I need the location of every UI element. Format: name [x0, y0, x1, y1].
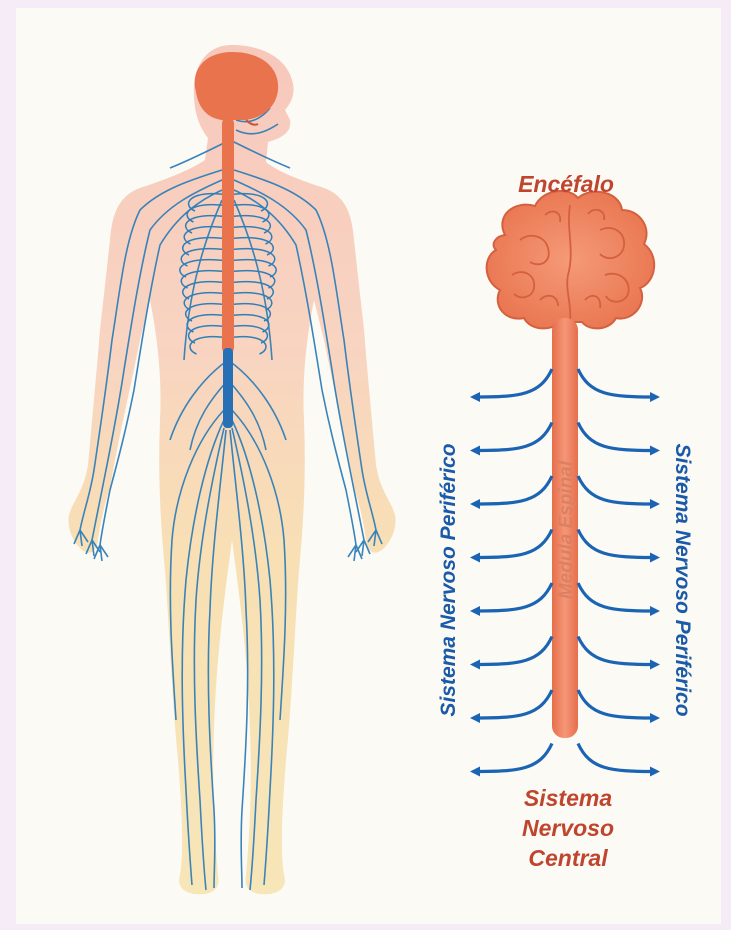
label-snc-line2: Nervoso [522, 815, 614, 841]
arrow-right-3 [578, 476, 655, 504]
arrow-left-7 [475, 690, 552, 718]
arrow-right-1 [578, 369, 655, 397]
arrow-right-8 [578, 744, 655, 772]
arrow-right-4 [578, 530, 655, 558]
arrow-right-7 [578, 690, 655, 718]
label-snp-left: Sistema Nervoso Periférico [437, 443, 460, 716]
label-snc-line3: Central [528, 845, 608, 871]
label-snp-right: Sistema Nervoso Periférico [671, 443, 694, 716]
arrow-right-5 [578, 583, 655, 611]
schematic-brain [487, 191, 655, 328]
arrow-right-6 [578, 637, 655, 665]
label-encefalo: Encéfalo [518, 171, 614, 197]
arrow-left-5 [475, 583, 552, 611]
arrow-left-1 [475, 369, 552, 397]
arrow-left-6 [475, 637, 552, 665]
arrow-right-2 [578, 423, 655, 451]
arrow-left-2 [475, 423, 552, 451]
schematic: Encéfalo Medula Espinal Sistema Nervoso … [437, 171, 694, 871]
label-medula-espinal: Medula Espinal [556, 460, 577, 599]
arrow-left-4 [475, 530, 552, 558]
label-snc-line1: Sistema [524, 785, 612, 811]
arrow-left-8 [475, 744, 552, 772]
arrow-left-3 [475, 476, 552, 504]
body-spinal-cord [222, 118, 234, 428]
